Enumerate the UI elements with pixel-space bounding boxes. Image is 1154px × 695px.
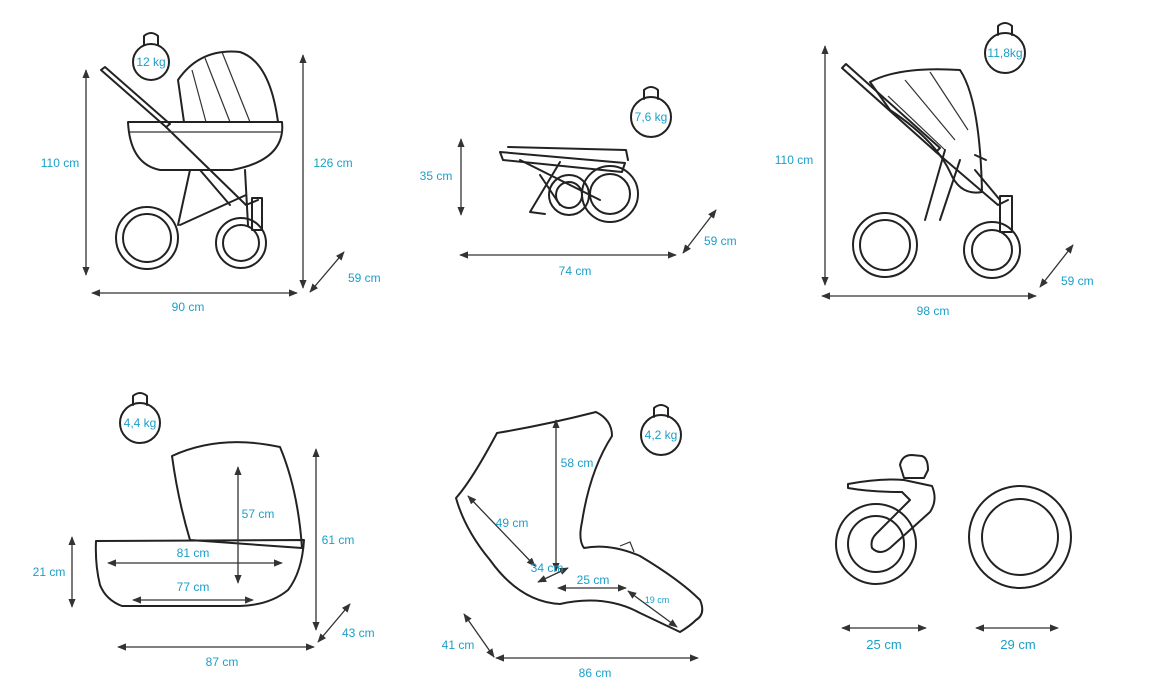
dimension-arrow-seat-depth: [537, 567, 569, 583]
dimension-label-back-length: 49 cm: [496, 516, 529, 530]
weight-icon: [984, 32, 1026, 74]
dimension-label-inner-length: 77 cm: [177, 580, 210, 594]
dimension-arrow-width: [309, 251, 345, 293]
dimension-arrow-leg-rest: [627, 590, 678, 628]
dimension-label-hood-height: 57 cm: [242, 507, 275, 521]
dimension-arrow-width: [317, 603, 351, 643]
dimension-label-seat-depth: 34 cm: [531, 561, 564, 575]
dimension-label-front-wheel: 25 cm: [866, 637, 901, 652]
dimension-label-total-height: 61 cm: [322, 533, 355, 547]
dimension-label-length: 90 cm: [172, 300, 205, 314]
dimension-arrow-width: [463, 613, 495, 658]
dimension-arrow-width: [1039, 244, 1074, 288]
weight-icon: [132, 43, 170, 81]
dimension-label-leg-rest: 19 cm: [645, 595, 670, 605]
dimension-label-width: 41 cm: [442, 638, 475, 652]
weight-badge: 4,4 kg: [119, 392, 161, 444]
weight-badge: 12 kg: [132, 32, 170, 81]
dimension-label-width: 43 cm: [342, 626, 375, 640]
dimension-label-width: 59 cm: [1061, 274, 1094, 288]
weight-label: 4,2 kg: [645, 428, 678, 442]
weight-badge: 7,6 kg: [630, 86, 672, 138]
weight-icon: [630, 96, 672, 138]
dimension-label-total-height: 126 cm: [313, 156, 352, 170]
dimension-label-length: 74 cm: [559, 264, 592, 278]
dimension-label-width: 59 cm: [704, 234, 737, 248]
dimension-arrow-back-length: [467, 495, 536, 567]
dimension-label-outer-length: 81 cm: [177, 546, 210, 560]
dimension-label-rear-wheel: 29 cm: [1000, 637, 1035, 652]
weight-label: 12 kg: [136, 55, 165, 69]
weight-label: 4,4 kg: [124, 416, 157, 430]
dimension-label-back-height: 58 cm: [561, 456, 594, 470]
dimension-label-length: 98 cm: [917, 304, 950, 318]
dimension-arrow-width: [682, 209, 717, 254]
carrycot-drawing: [94, 441, 305, 607]
folded-frame-figure: 7,6 kg 35 cm 59 cm 74 cm: [420, 86, 737, 278]
dimension-label-length: 87 cm: [206, 655, 239, 669]
front-wheel-drawing: [835, 454, 936, 585]
sport-stroller-figure: 11,8kg 110 cm 59 cm 98 cm: [775, 22, 1094, 318]
weight-badge: 4,2 kg: [640, 404, 682, 456]
dimension-label-footrest: 25 cm: [577, 573, 610, 587]
wheels-figure: 25 cm 29 cm: [835, 454, 1072, 652]
dimension-label-height: 35 cm: [420, 169, 453, 183]
seat-unit-figure: 4,2 kg 58 cm 49 cm 34 cm 25 cm 19 cm 41 …: [442, 404, 704, 680]
dimension-label-length: 86 cm: [579, 666, 612, 680]
dimension-label-height: 110 cm: [775, 153, 813, 167]
dimension-label-width: 59 cm: [348, 271, 381, 285]
dimension-label-body-height: 21 cm: [33, 565, 66, 579]
weight-icon: [640, 414, 682, 456]
sport-stroller-drawing: [841, 63, 1021, 279]
folded-frame-drawing: [499, 146, 639, 223]
weight-badge: 11,8kg: [984, 22, 1026, 74]
weight-icon: [119, 402, 161, 444]
dimension-label-height: 110 cm: [41, 156, 79, 170]
weight-label: 7,6 kg: [635, 110, 668, 124]
pram-stroller-drawing: [100, 50, 284, 270]
rear-wheel-drawing: [968, 485, 1072, 589]
weight-label: 11,8kg: [987, 46, 1022, 60]
pram-stroller-figure: 12 kg 110 cm 126 cm 59 cm 90 cm: [41, 32, 381, 314]
carrycot-figure: 4,4 kg 57 cm 61 cm 21 cm 81 cm 77 cm 43 …: [33, 392, 375, 669]
